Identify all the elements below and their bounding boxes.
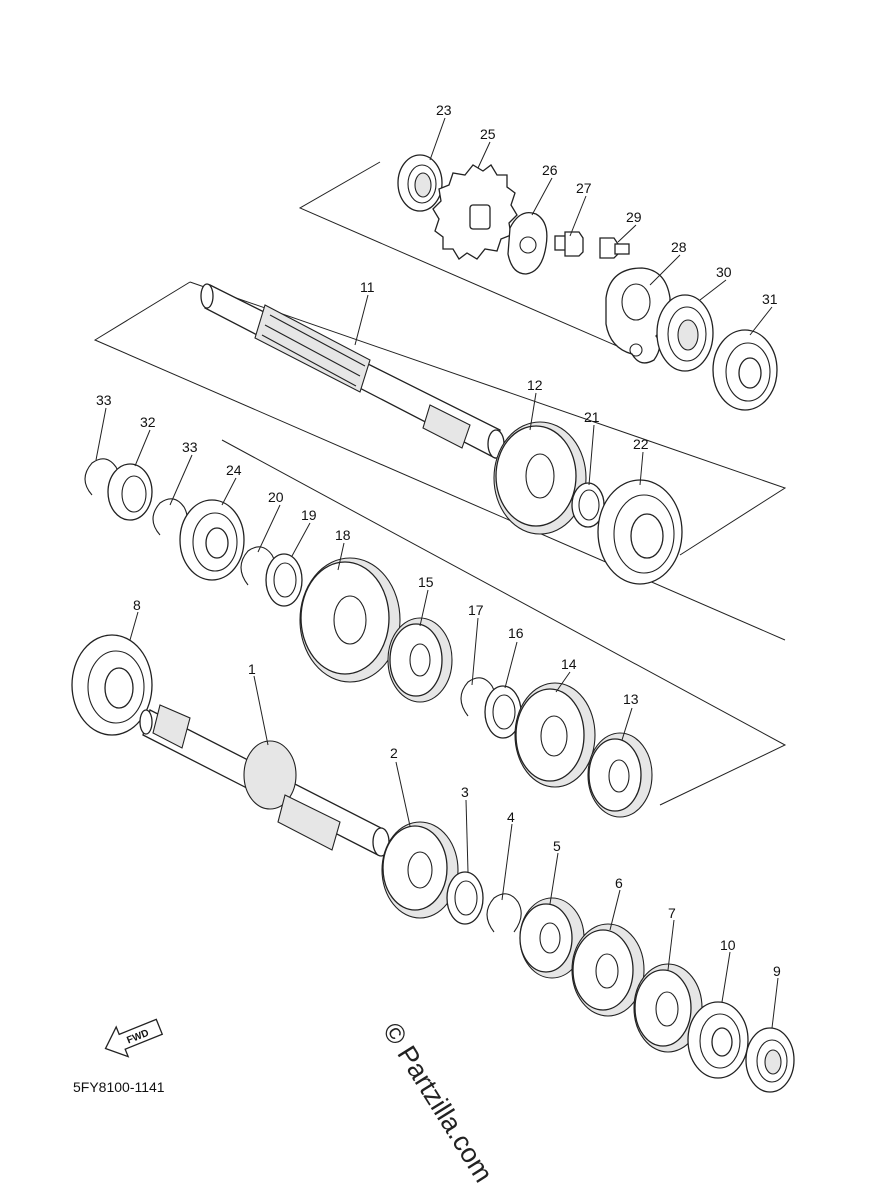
callout-23: 23 <box>436 102 452 118</box>
part-32-collar <box>107 463 153 521</box>
part-10-bearing <box>687 1001 749 1079</box>
part-14-gear <box>514 682 596 788</box>
part-9-oil-seal <box>745 1027 795 1093</box>
part-16-washer <box>484 685 522 739</box>
callout-15: 15 <box>418 574 434 590</box>
callout-2: 2 <box>390 745 398 761</box>
part-7-gear <box>633 963 703 1053</box>
callout-20: 20 <box>268 489 284 505</box>
part-4-circlip <box>486 893 522 933</box>
part-2-gear <box>381 821 459 919</box>
part-23-oil-seal <box>397 154 443 212</box>
callout-labels: 1 2 3 4 5 6 7 8 9 10 11 12 13 14 15 16 1… <box>96 102 781 979</box>
callout-1: 1 <box>248 661 256 677</box>
callout-28: 28 <box>671 239 687 255</box>
part-11-drive-axle <box>200 283 505 459</box>
part-27-bolt <box>554 231 584 257</box>
callout-25: 25 <box>480 126 496 142</box>
part-1-main-axle <box>139 704 390 857</box>
part-5-gear <box>519 897 585 979</box>
part-22-bearing <box>597 479 683 585</box>
alignment-lines <box>93 161 787 806</box>
callout-4: 4 <box>507 809 515 825</box>
callout-24: 24 <box>226 462 242 478</box>
callout-5: 5 <box>553 838 561 854</box>
callout-7: 7 <box>668 905 676 921</box>
part-13-gear <box>587 732 653 818</box>
part-28-plate <box>605 267 671 364</box>
part-31-bearing <box>712 329 778 411</box>
callout-31: 31 <box>762 291 778 307</box>
callout-30: 30 <box>716 264 732 280</box>
part-3-washer <box>446 871 484 925</box>
callout-18: 18 <box>335 527 351 543</box>
callout-10: 10 <box>720 937 736 953</box>
callout-14: 14 <box>561 656 577 672</box>
callout-17: 17 <box>468 602 484 618</box>
callout-9: 9 <box>773 963 781 979</box>
callout-12: 12 <box>527 377 543 393</box>
callout-3: 3 <box>461 784 469 800</box>
callout-8: 8 <box>133 597 141 613</box>
part-26-lock-washer <box>507 211 548 275</box>
callout-19: 19 <box>301 507 317 523</box>
part-18-gear <box>299 557 401 683</box>
part-12-gear <box>493 421 587 535</box>
callout-26: 26 <box>542 162 558 178</box>
part-8-bearing <box>71 634 153 736</box>
part-15-gear <box>387 617 453 703</box>
part-30-oil-seal <box>656 294 714 372</box>
forward-arrow-icon: FWD <box>104 1018 164 1058</box>
callout-29: 29 <box>626 209 642 225</box>
watermark-text: © Partzilla.com <box>377 1017 499 1187</box>
part-24-bearing <box>179 499 245 581</box>
callout-21: 21 <box>584 409 600 425</box>
callout-27: 27 <box>576 180 592 196</box>
callout-6: 6 <box>615 875 623 891</box>
part-25-drive-sprocket <box>432 164 518 260</box>
callout-32: 32 <box>140 414 156 430</box>
callout-33a: 33 <box>96 392 112 408</box>
part-6-gear <box>571 923 645 1017</box>
part-19-washer <box>265 553 303 607</box>
leader-lines <box>95 117 779 1029</box>
callout-33b: 33 <box>182 439 198 455</box>
callout-11: 11 <box>360 279 375 295</box>
diagram-code: 5FY8100-1141 <box>73 1079 165 1095</box>
callout-16: 16 <box>508 625 524 641</box>
callout-13: 13 <box>623 691 639 707</box>
callout-22: 22 <box>633 436 649 452</box>
part-29-bolt <box>599 237 630 259</box>
